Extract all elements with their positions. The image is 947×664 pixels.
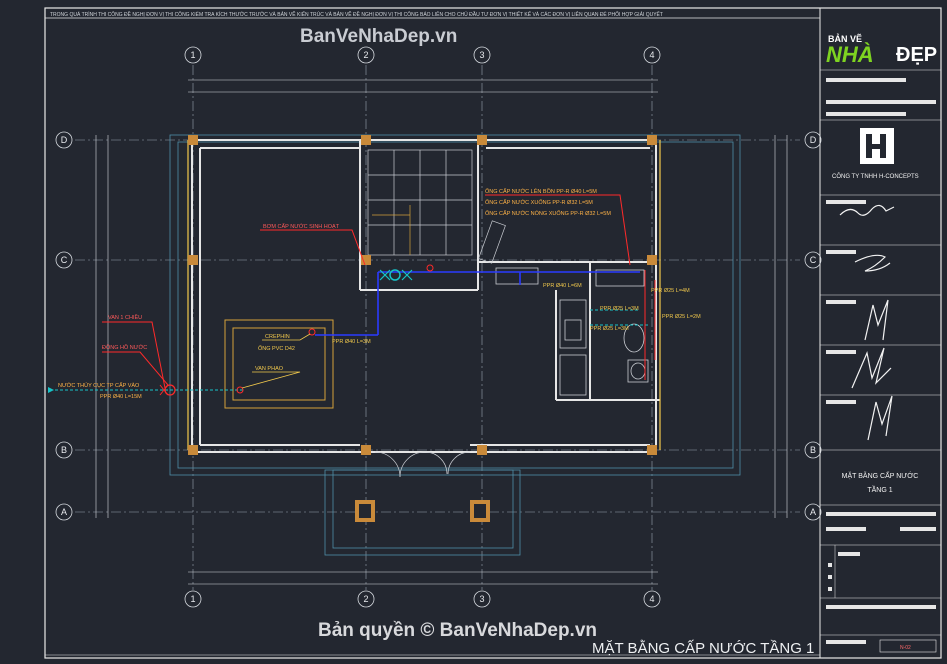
fixtures xyxy=(495,267,649,396)
signature-icon xyxy=(867,395,893,441)
axis-label-col-3: 3 xyxy=(479,50,484,60)
entrance-doors xyxy=(374,220,506,478)
axis-label-col-2: 2 xyxy=(363,50,368,60)
drawing-name-line1: MẶT BẰNG CẤP NƯỚC xyxy=(842,470,919,480)
label-water-meter: ĐỒNG HỒ NƯỚC xyxy=(102,344,147,351)
float-valve-icon xyxy=(236,386,244,394)
label-kitchen-pipe: PPR Ø40 L=6M xyxy=(543,283,582,289)
header-note: TRONG QUÁ TRÌNH THI CÔNG ĐỀ NGHỊ ĐƠN VỊ … xyxy=(50,10,663,18)
sheet-border xyxy=(44,7,942,659)
sheet-number: N-02 xyxy=(900,645,911,651)
label-crephin: CREPHIN xyxy=(265,334,290,340)
pump-icon xyxy=(379,269,413,281)
axis-label-col-4: 4 xyxy=(649,50,654,60)
label-pipe-down: ỐNG CẤP NƯỚC XUỐNG PP-R Ø32 L=5M xyxy=(485,199,593,206)
axis-label-col-4-bottom: 4 xyxy=(649,594,654,604)
wall-hatch xyxy=(187,140,661,450)
axis-label-row-c-right: C xyxy=(810,255,817,265)
label-check-valve: VAN 1 CHIỀU xyxy=(108,314,142,321)
signature-icon xyxy=(839,204,895,216)
supply-arrow-icon xyxy=(48,387,54,393)
signature-icon xyxy=(864,299,889,341)
brand-logo: BẢN VẼ NHÀ ĐẸP xyxy=(826,30,938,70)
drawing-name-line2: TẦNG 1 xyxy=(867,484,892,494)
logo-text-nha: NHÀ xyxy=(826,42,874,67)
water-tank xyxy=(224,319,334,409)
company-name: CÔNG TY TNHH H-CONCEPTS xyxy=(832,173,919,180)
basin-icon xyxy=(630,362,646,380)
pump-marker-icon xyxy=(426,264,434,272)
axis-label-row-a-right: A xyxy=(810,507,816,517)
label-pipe-up: ỐNG CẤP NƯỚC LÊN BỒN PP-R Ø40 L=5M xyxy=(485,187,597,195)
signature-icon xyxy=(854,254,891,272)
axis-label-row-b: B xyxy=(61,445,67,455)
watermark-bottom: Bản quyền © BanVeNhaDep.vn xyxy=(318,620,598,641)
grid-axes xyxy=(75,65,800,590)
axis-label-row-a: A xyxy=(61,507,67,517)
axis-label-row-c: C xyxy=(61,255,68,265)
axis-label-col-3-bottom: 3 xyxy=(479,594,484,604)
water-meter-icon xyxy=(159,384,176,396)
axis-label-row-d: D xyxy=(61,135,68,145)
label-pipe-hot: ỐNG CẤP NƯỚC NÓNG XUỐNG PP-R Ø32 L=5M xyxy=(485,210,611,217)
leader-lines xyxy=(102,194,656,389)
walls xyxy=(191,139,660,453)
axis-label-col-1-bottom: 1 xyxy=(190,594,195,604)
label-ppr25-d: PPR Ø25 L=3M xyxy=(590,326,629,332)
building-outline xyxy=(169,134,741,556)
supply-pipe xyxy=(315,271,640,336)
axis-label-row-d-right: D xyxy=(810,135,817,145)
logo-text-ban: BẢN VẼ xyxy=(828,34,863,44)
crephin-icon xyxy=(308,328,316,336)
label-pump: BƠM CẤP NƯỚC SINH HOẠT xyxy=(263,223,340,230)
dimension-lines xyxy=(95,79,788,585)
label-supply-pipe: PPR Ø40 L=15M xyxy=(100,394,142,400)
signature-icon xyxy=(851,347,892,389)
axis-label-col-1: 1 xyxy=(190,50,195,60)
axis-bubbles xyxy=(55,46,822,608)
staircase xyxy=(367,149,473,256)
label-tank-pipe: PPR Ø40 L=3M xyxy=(332,339,371,345)
label-ppr25-c: PPR Ø25 L=2M xyxy=(662,314,701,320)
axis-label-row-b-right: B xyxy=(810,445,816,455)
label-pvc: ỐNG PVC D42 xyxy=(258,345,295,352)
logo-text-dep: ĐẸP xyxy=(896,44,938,66)
title-block-frame xyxy=(819,7,942,659)
label-float-valve: VAN PHAO xyxy=(255,366,284,372)
label-ppr25-b: PPR Ø25 L=3M xyxy=(600,306,639,312)
sheet-title: MẶT BẰNG CẤP NƯỚC TẦNG 1 xyxy=(592,640,815,657)
axis-label-col-2-bottom: 2 xyxy=(363,594,368,604)
label-ppr25-a: PPR Ø25 L=4M xyxy=(651,288,690,294)
watermark-top: BanVeNhaDep.vn xyxy=(300,26,458,47)
label-supply: NƯỚC THỦY CỤC TP CẤP VÀO xyxy=(58,382,140,389)
cold-water-pipe xyxy=(50,309,650,391)
toilet-icon xyxy=(623,323,645,353)
